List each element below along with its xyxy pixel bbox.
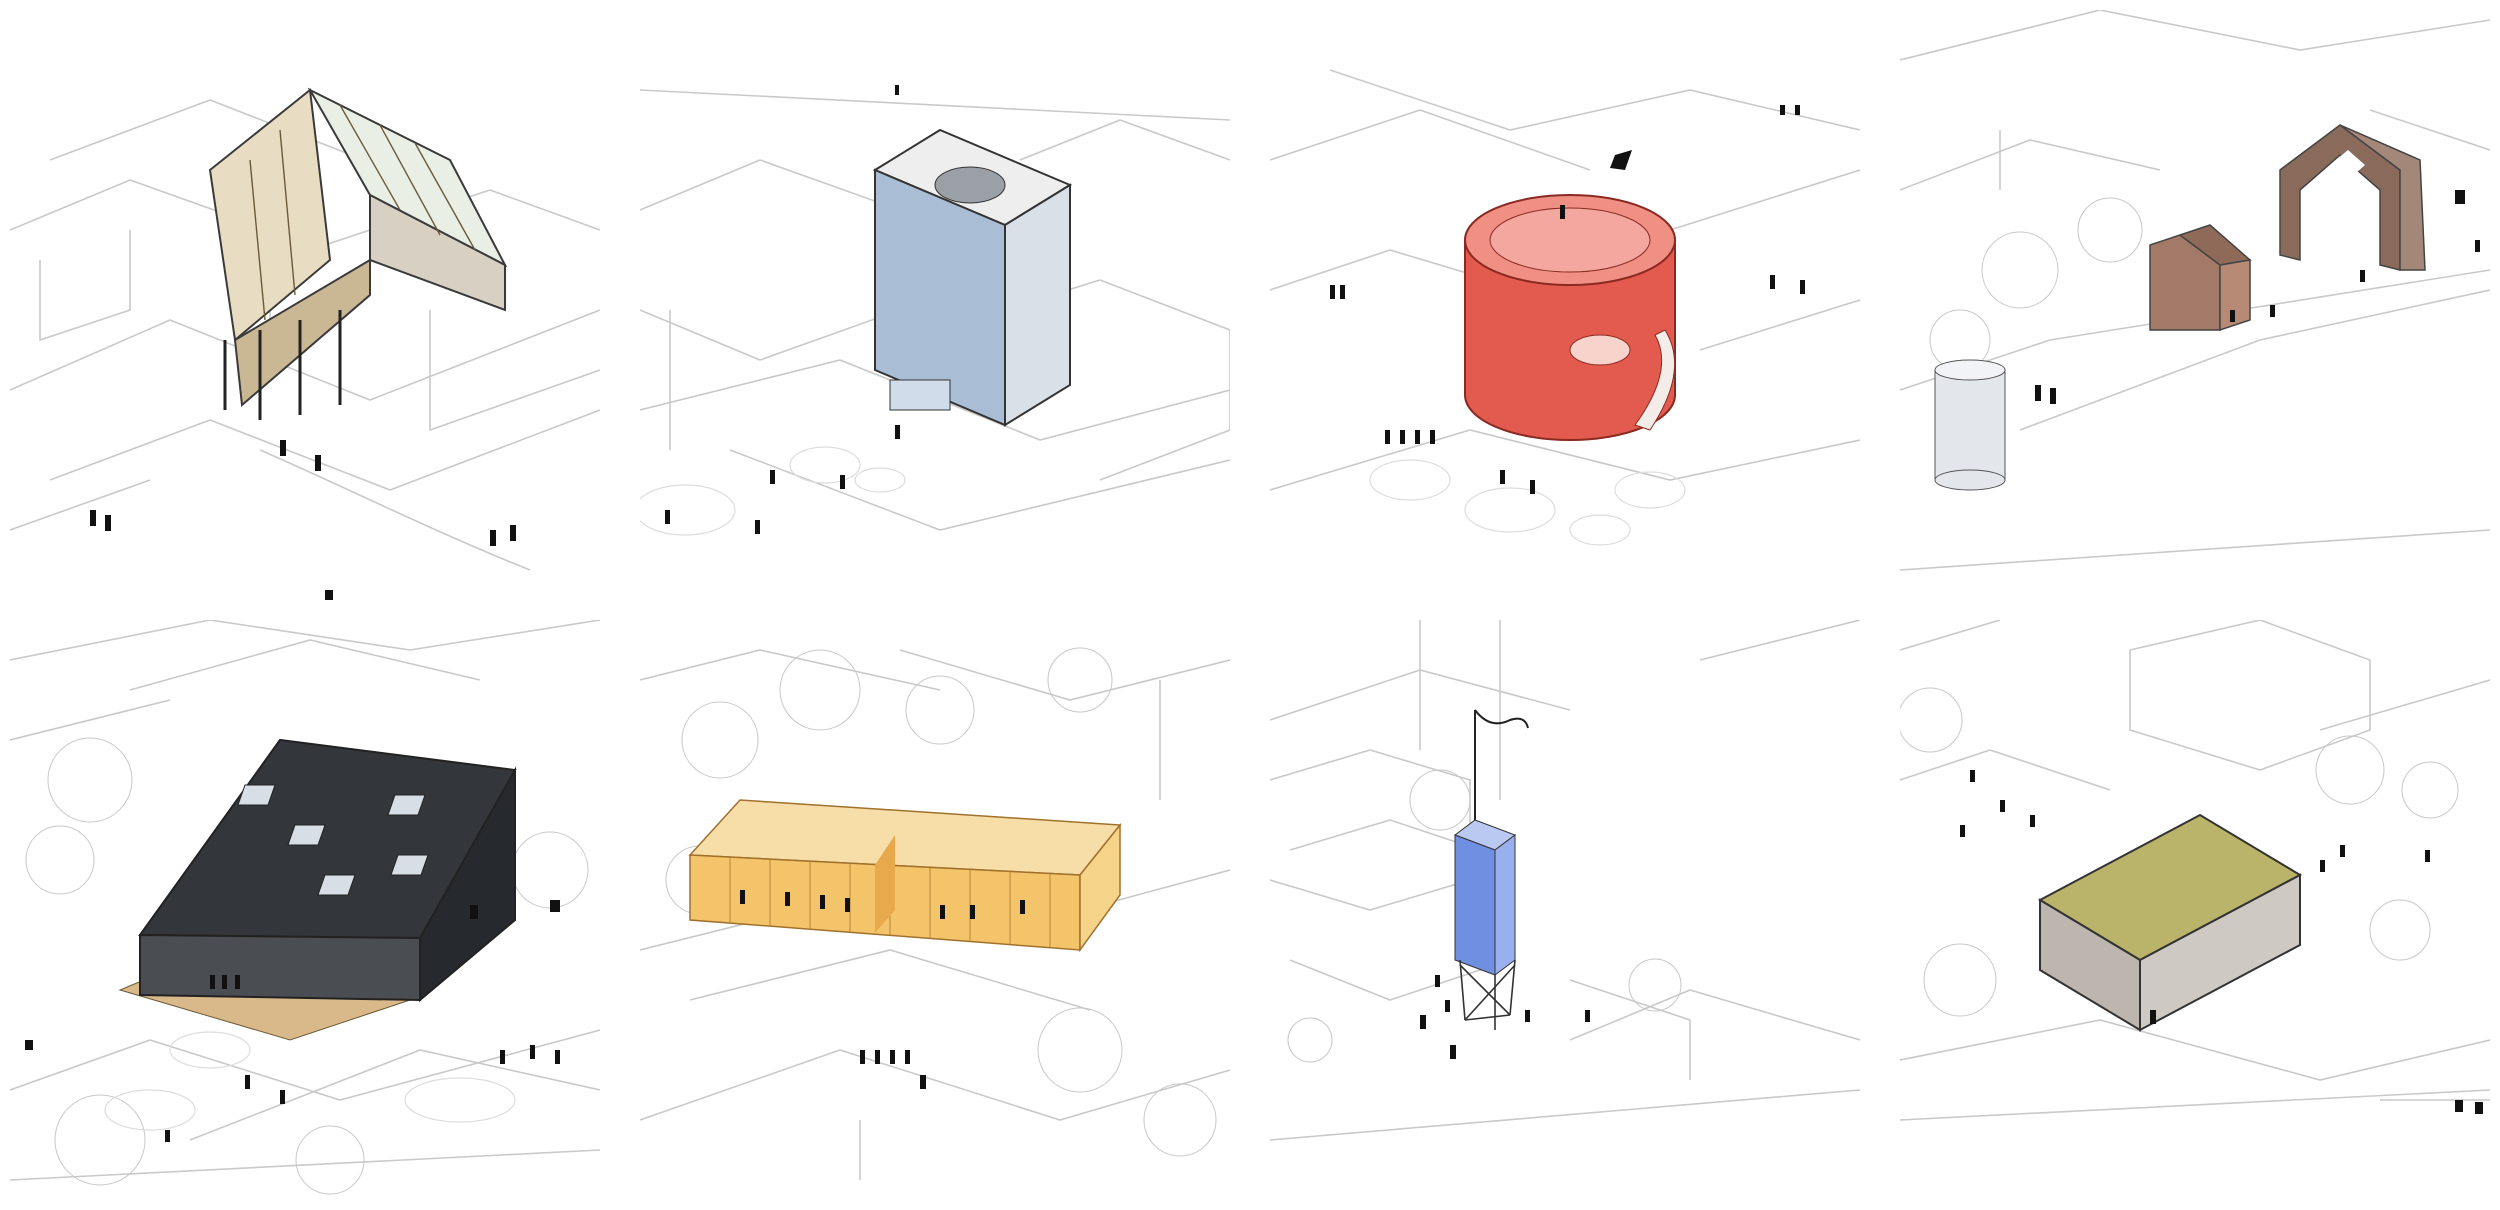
panel-red-cylinder xyxy=(1270,10,1860,600)
people-figures xyxy=(1960,770,2483,1114)
path-line xyxy=(259,449,531,571)
people-figures xyxy=(665,85,900,534)
dark-roof-building xyxy=(118,738,517,1041)
panel-green-roof-box xyxy=(1900,620,2490,1210)
yellow-pavilion-drawing xyxy=(640,647,1230,1180)
greenhouse-building xyxy=(208,87,508,420)
people-figures xyxy=(740,890,1025,1089)
people-figures xyxy=(1420,975,1590,1059)
blue-cube-building xyxy=(872,128,1073,427)
panel-greenhouse xyxy=(10,10,600,600)
context-lines xyxy=(1270,620,1860,1141)
small-rust-house xyxy=(2149,224,2252,332)
blue-tower-structure xyxy=(1453,709,1529,1030)
people-figures xyxy=(90,440,516,600)
trees xyxy=(1287,769,1682,1063)
green-roof-box-drawing xyxy=(1900,620,2490,1121)
cylinder-tank xyxy=(1934,359,2006,491)
blue-cube-drawing xyxy=(640,85,1230,536)
panel-blue-cube xyxy=(640,10,1230,600)
yellow-pavilion-building xyxy=(688,799,1122,953)
people-figures xyxy=(1330,105,1805,494)
people-figures xyxy=(2035,190,2480,404)
greenhouse-drawing xyxy=(10,87,600,600)
circles xyxy=(640,446,906,536)
red-cylinder-building xyxy=(1464,194,1676,441)
kite xyxy=(1610,150,1632,170)
panel-rust-houses xyxy=(1900,10,2490,600)
green-roof-building xyxy=(2037,813,2303,1032)
context-lines xyxy=(10,620,600,1181)
context-lines xyxy=(1900,620,2490,1121)
dark-roof-house-drawing xyxy=(10,620,600,1195)
trees xyxy=(1900,687,2459,1017)
red-cylinder-drawing xyxy=(1270,69,1860,546)
panel-dark-roof-house xyxy=(10,620,600,1210)
panel-blue-tower xyxy=(1270,620,1860,1210)
rust-houses-drawing xyxy=(1900,10,2490,571)
large-rust-house xyxy=(2279,124,2426,271)
people-figures xyxy=(25,900,560,1142)
blue-tower-drawing xyxy=(1270,620,1860,1141)
circles xyxy=(104,1031,516,1131)
panel-yellow-pavilion xyxy=(640,620,1230,1210)
circles xyxy=(1369,459,1686,546)
trees xyxy=(665,647,1217,1157)
